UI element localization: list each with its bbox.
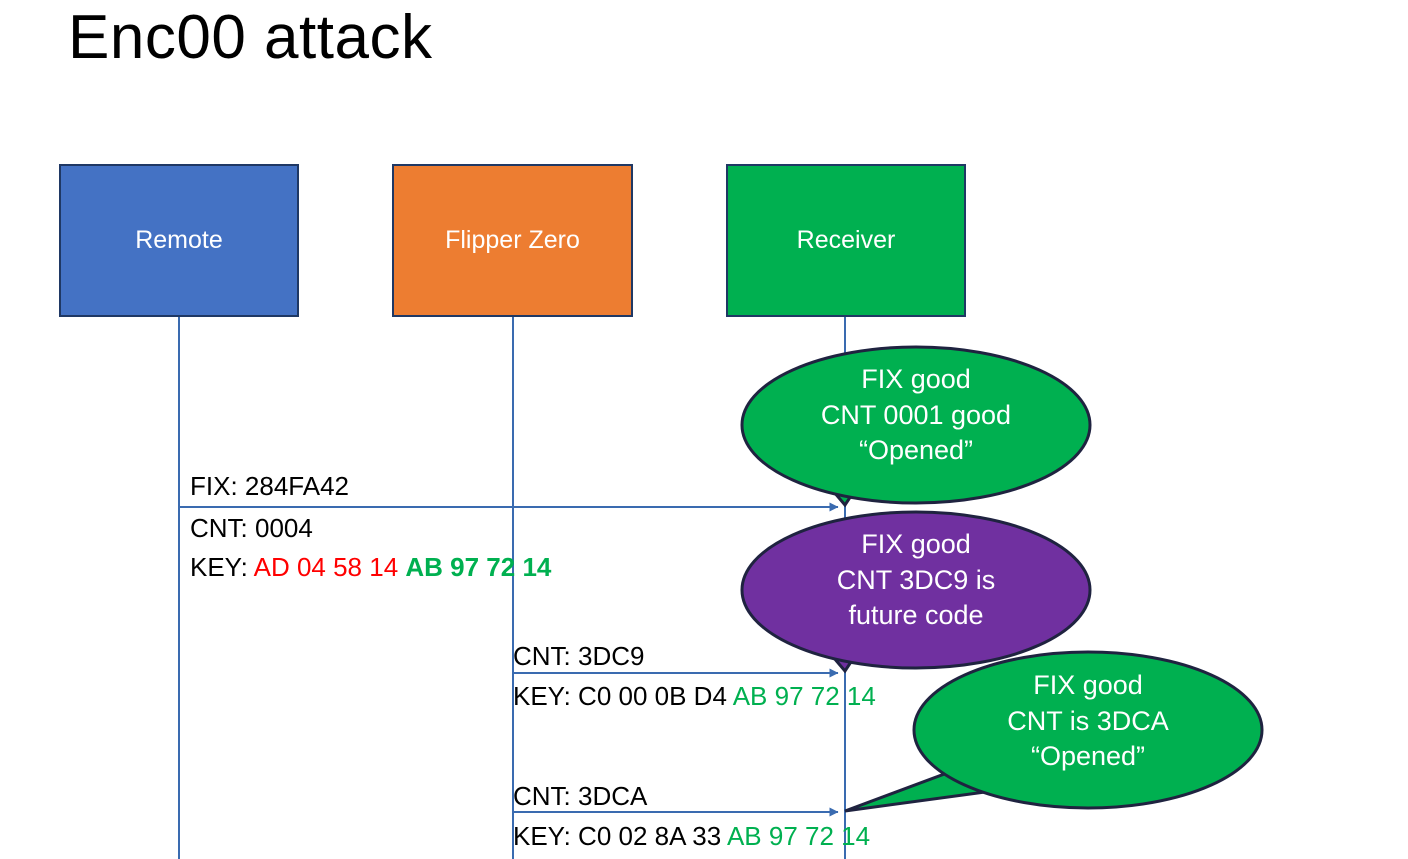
actor-box-flipper[interactable]: Flipper Zero bbox=[392, 164, 633, 317]
callout-1-text: FIX good CNT 0001 good “Opened” bbox=[742, 362, 1090, 469]
callout-3-line-1: FIX good bbox=[1033, 670, 1143, 700]
message-3-cnt-label: CNT: 3DCA bbox=[513, 781, 648, 811]
callout-1-line-2: CNT 0001 good bbox=[820, 399, 1012, 430]
callout-2-line-2: CNT 3DC9 is bbox=[836, 564, 996, 595]
callout-3-line-3: “Opened” bbox=[1030, 741, 1146, 772]
message-2-key-prefix: KEY: C0 00 0B D4 bbox=[513, 681, 733, 711]
actor-label-remote: Remote bbox=[135, 225, 223, 254]
callout-1-line-3: “Opened” bbox=[858, 435, 974, 466]
callout-3[interactable]: FIX good CNT is 3DCA “Opened” bbox=[838, 648, 1262, 813]
message-2-cnt-label: CNT: 3DC9 bbox=[513, 641, 645, 671]
callout-1[interactable]: FIX good CNT 0001 good “Opened” bbox=[742, 348, 1090, 503]
callout-3-text: FIX good CNT is 3DCA “Opened” bbox=[914, 668, 1262, 775]
lifeline-flipper bbox=[512, 317, 514, 859]
actor-label-flipper: Flipper Zero bbox=[445, 225, 580, 254]
message-1-cnt-label: CNT: 0004 bbox=[190, 513, 313, 543]
callout-2[interactable]: FIX good CNT 3DC9 is future code bbox=[742, 513, 1090, 668]
page-title: Enc00 attack bbox=[68, 3, 433, 72]
callout-3-line-2: CNT is 3DCA bbox=[1007, 705, 1169, 736]
callout-2-line-3: future code bbox=[848, 600, 984, 631]
message-1-key-label: KEY: AD 04 58 14 AB 97 72 14 bbox=[190, 552, 551, 583]
message-3-key-label: KEY: C0 02 8A 33 AB 97 72 14 bbox=[513, 821, 870, 852]
message-1-key-part2: AB 97 72 14 bbox=[405, 552, 552, 582]
message-1-key-prefix: KEY: bbox=[190, 552, 254, 582]
message-3-key-prefix: KEY: C0 02 8A 33 bbox=[513, 821, 727, 851]
message-2-key-part2: AB 97 72 14 bbox=[732, 681, 876, 711]
message-3-key-part2: AB 97 72 14 bbox=[726, 821, 871, 851]
lifeline-remote bbox=[178, 317, 180, 859]
callout-2-line-1: FIX good bbox=[861, 529, 971, 559]
message-1-key-part1: AD 04 58 14 bbox=[253, 552, 406, 582]
message-2-key-label: KEY: C0 00 0B D4 AB 97 72 14 bbox=[513, 681, 876, 712]
actor-box-remote[interactable]: Remote bbox=[59, 164, 299, 317]
actor-label-receiver: Receiver bbox=[796, 225, 896, 254]
callout-1-line-1: FIX good bbox=[861, 364, 971, 394]
callout-2-text: FIX good CNT 3DC9 is future code bbox=[742, 527, 1090, 634]
message-1-fix-label: FIX: 284FA42 bbox=[190, 471, 349, 501]
actor-box-receiver[interactable]: Receiver bbox=[726, 164, 966, 317]
